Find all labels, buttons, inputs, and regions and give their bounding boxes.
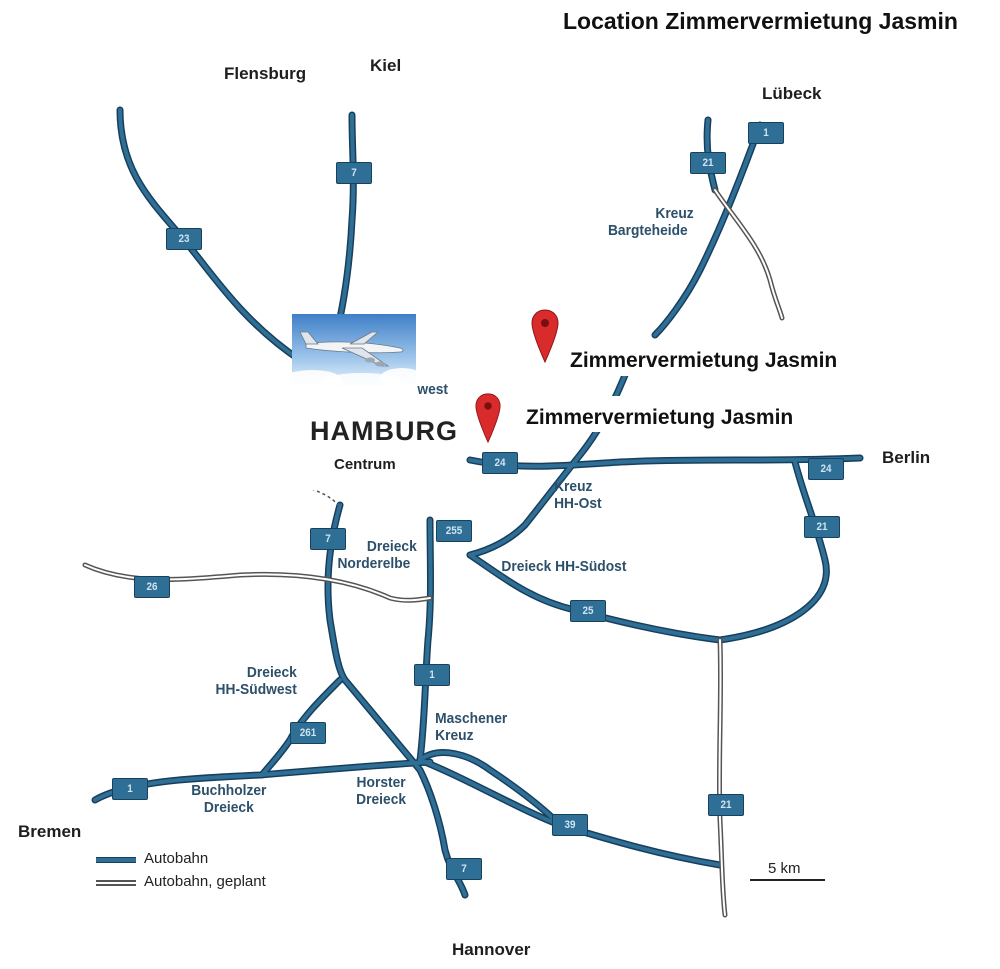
airport-plane-image <box>292 314 416 386</box>
autobahn-shield-a21-east: 21 <box>804 516 840 538</box>
road-a21-east <box>716 458 830 644</box>
autobahn-shield-a26-west: 26 <box>134 576 170 598</box>
city-label-luebeck: Lübeck <box>762 84 822 103</box>
junction-line-2: Norderelbe <box>337 555 411 572</box>
junction-label-dreieck-hh-suedwest: Dreieck HH-Südwest <box>216 664 297 698</box>
city-label-hannover: Hannover <box>452 940 531 959</box>
junction-label-buchholzer-dreieck: Buchholzer Dreieck <box>191 782 266 816</box>
junction-label-hh-nordwest: west <box>417 381 449 398</box>
junction-line-2: Bargteheide <box>607 222 688 239</box>
map-title: Location Zimmervermietung Jasmin <box>563 8 958 34</box>
location-pin-icon-2[interactable] <box>474 392 502 444</box>
junction-label-kreuz-bargteheide: Kreuz Bargteheide <box>602 205 694 239</box>
autobahn-shield-a24-berlin: 24 <box>808 458 844 480</box>
location-pin-icon-1[interactable] <box>530 308 560 364</box>
autobahn-shield-a1-bremen: 1 <box>112 778 148 800</box>
city-label-flensburg: Flensburg <box>224 64 307 83</box>
legend-swatch-autobahn <box>96 857 136 863</box>
junction-line-1: Dreieck <box>366 538 417 555</box>
marker-label-background-2 <box>510 396 812 432</box>
autobahn-shield-a7-hannover: 7 <box>446 858 482 880</box>
road-a23 <box>116 106 304 364</box>
junction-line-1: Buchholzer <box>191 782 267 799</box>
legend-swatch-autobahn-geplant <box>96 880 136 886</box>
autobahn-shield-a23: 23 <box>166 228 202 250</box>
junction-line-2: Dreieck <box>203 799 254 816</box>
autobahn-shield-a21-north: 21 <box>690 152 726 174</box>
junction-line-2: Dreieck <box>356 791 407 808</box>
junction-label-horster-dreieck: Horster Dreieck <box>356 774 406 808</box>
scale-label: 5 km <box>768 860 801 877</box>
junction-label-maschener-kreuz: Maschener Kreuz <box>435 710 507 744</box>
autobahn-shield-a7-north: 7 <box>336 162 372 184</box>
autobahn-shield-a21-south: 21 <box>708 794 744 816</box>
city-label-berlin: Berlin <box>882 448 931 467</box>
city-label-bremen: Bremen <box>18 822 82 841</box>
autobahn-shield-a1-luebeck: 1 <box>748 122 784 144</box>
junction-line-1: Kreuz <box>655 205 694 222</box>
legend-label-autobahn-geplant: Autobahn, geplant <box>144 873 266 890</box>
junction-label-kreuz-hh-ost: Kreuz HH-Ost <box>554 478 602 512</box>
marker-label-2[interactable]: Zimmervermietung Jasmin <box>526 406 794 429</box>
autobahn-shield-a255: 255 <box>436 520 472 542</box>
junction-line-2: HH-Ost <box>554 495 602 512</box>
junction-label-dreieck-hh-suedost: Dreieck HH-Südost <box>501 558 627 575</box>
legend-label-autobahn: Autobahn <box>144 850 209 867</box>
city-label-hamburg: HAMBURG <box>310 416 458 446</box>
city-label-centrum: Centrum <box>334 456 396 473</box>
city-label-kiel: Kiel <box>370 56 402 75</box>
junction-line-1: Horster <box>356 774 406 791</box>
junction-line-2: Kreuz <box>435 727 474 744</box>
marker-label-1[interactable]: Zimmervermietung Jasmin <box>570 349 838 372</box>
autobahn-shield-a39: 39 <box>552 814 588 836</box>
autobahn-shield-a25: 25 <box>570 600 606 622</box>
junction-line-1: Dreieck <box>246 664 297 681</box>
junction-label-dreieck-norderelbe: Dreieck Norderelbe <box>337 538 416 572</box>
junction-line-2: HH-Südwest <box>215 681 297 698</box>
junction-line-1: Maschener <box>435 710 508 727</box>
marker-label-background-1 <box>560 340 860 376</box>
hamburg-label-background <box>298 408 466 490</box>
junction-line-1: Kreuz <box>554 478 593 495</box>
autobahn-shield-a24-city: 24 <box>482 452 518 474</box>
autobahn-shield-a7-city: 7 <box>310 528 346 550</box>
road-a39 <box>416 756 724 869</box>
autobahn-shield-a1-mid: 1 <box>414 664 450 686</box>
autobahn-shield-a261: 261 <box>290 722 326 744</box>
